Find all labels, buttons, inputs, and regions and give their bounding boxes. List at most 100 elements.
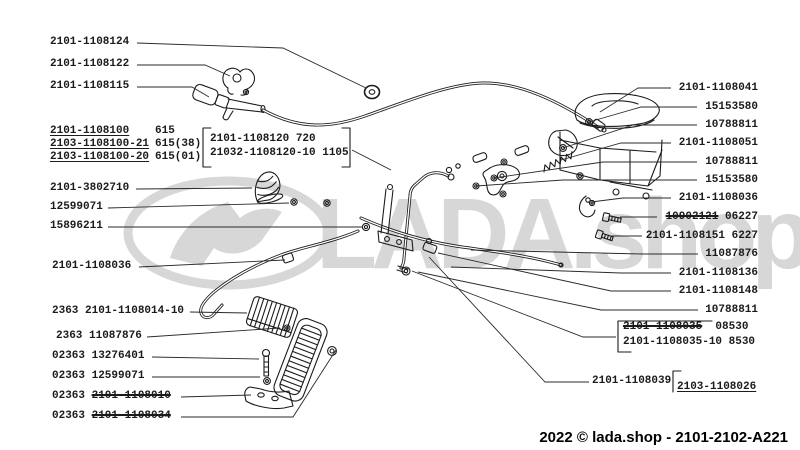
hex-bolt-10902121 <box>601 212 622 223</box>
label-2101-1108151-6227: 2101-1108151 6227 <box>646 231 758 242</box>
label-02363-2101-1108010: 02363 2101-1108010 <box>52 391 171 402</box>
label-2101-1108148: 2101-1108148 <box>679 286 758 297</box>
label-2103-1108100-21: 2103-1108100-21 <box>50 139 149 150</box>
label-2101-1108124: 2101-1108124 <box>50 37 129 48</box>
leader-line <box>146 327 281 338</box>
part-number-text: 2101-1108151 6227 <box>645 230 758 242</box>
rubber-boot <box>254 171 284 204</box>
part-number-text: 2101-1108010 <box>91 390 171 402</box>
relay-lever-bracket <box>290 183 414 252</box>
leader-line <box>107 202 290 209</box>
part-number-text: 02363 <box>52 390 92 402</box>
part-number-text: 2101-1108136 <box>678 267 758 279</box>
vertical-link-rod <box>396 171 455 276</box>
part-number-text: 02363 12599071 <box>52 370 145 382</box>
part-number-text: 10902121 <box>665 211 719 223</box>
hex-bolt-1108151 <box>594 229 614 242</box>
part-number-text: 06227 <box>718 211 758 223</box>
leader-line <box>138 259 286 268</box>
leader-line <box>450 266 671 274</box>
part-number-text: 02363 13276401 <box>52 350 145 362</box>
leader-line <box>562 124 697 149</box>
accelerator-pedal <box>244 318 337 410</box>
part-number-text: 02363 <box>52 410 92 422</box>
leader-line <box>599 87 671 113</box>
label-02363-13276401: 02363 13276401 <box>52 351 144 362</box>
label-615-38: 615(38) <box>155 139 201 150</box>
label-2101-1108115: 2101-1108115 <box>50 81 129 92</box>
label-10788811-c: 10788811 <box>705 305 758 316</box>
pedal-buffer <box>245 296 299 338</box>
leader-line <box>470 249 698 255</box>
hand-throttle-knob <box>192 83 266 121</box>
label-2101-1108039: 2101-1108039 <box>592 376 671 387</box>
lada-logo-ellipse <box>123 176 333 290</box>
part-number-text: 2363 2101-1108014-10 <box>52 305 185 317</box>
label-2101-1108036-left: 2101-1108036 <box>52 261 131 272</box>
part-number-text: 15896211 <box>50 220 103 232</box>
part-number-text: 08530 <box>702 321 749 333</box>
leader-line <box>136 42 367 89</box>
label-12599071: 12599071 <box>50 202 103 213</box>
clip-nut <box>242 88 250 96</box>
label-10902121-06227: 10902121 06227 <box>666 212 758 223</box>
leader-line <box>437 252 671 292</box>
label-15153580-b: 15153580 <box>705 175 758 186</box>
label-615: 615 <box>155 126 175 137</box>
leader-line <box>411 270 616 338</box>
leader-line <box>181 349 337 418</box>
leader-line <box>351 149 392 171</box>
label-2101-1108122: 2101-1108122 <box>50 59 129 70</box>
part-number-text: 2101-1108124 <box>50 36 130 48</box>
part-number-text: 615(01) <box>155 151 202 163</box>
part-number-text: 2101-1108036 <box>678 192 758 204</box>
part-number-text: 2101-1108051 <box>678 137 758 149</box>
return-spring <box>543 151 573 173</box>
throttle-cable <box>261 81 607 133</box>
leader-line <box>560 142 671 161</box>
leader-line <box>151 356 260 360</box>
bellcrank-lever <box>445 145 530 198</box>
pedal-bolt <box>261 348 271 377</box>
label-2101-3802710: 2101-3802710 <box>50 183 129 194</box>
part-number-text: 2101-1108034 <box>91 410 171 422</box>
label-2101-1108136: 2101-1108136 <box>679 268 758 279</box>
part-number-text: 15153580 <box>705 101 758 113</box>
exploded-drawing <box>192 67 713 410</box>
watermark: LADA.shop <box>123 176 800 290</box>
label-11087876-right: 11087876 <box>705 249 758 260</box>
label-2101-1108100: 2101-1108100 <box>50 126 129 137</box>
part-number-text: 2101-1108120 720 <box>210 133 316 145</box>
leader-line <box>590 197 671 203</box>
part-number-text: 2103-1108026 <box>677 381 757 393</box>
group-brackets <box>202 127 713 393</box>
pedal-rod <box>199 229 360 320</box>
leader-line <box>428 256 589 383</box>
label-2101-1108036-right: 2101-1108036 <box>679 193 758 204</box>
part-number-text: 2363 11087876 <box>56 330 142 342</box>
part-number-text: 2101-1108100 <box>50 125 130 137</box>
label-10788811-b: 10788811 <box>705 157 758 168</box>
label-2101-1108120: 2101-1108120 720 <box>210 134 316 145</box>
leader-line <box>475 179 697 187</box>
part-number-text: 615 <box>155 125 175 137</box>
part-number-text: 615(38) <box>155 138 202 150</box>
label-2101-1108041: 2101-1108041 <box>679 83 758 94</box>
label-2363-2101-1108014-10: 2363 2101-1108014-10 <box>52 306 184 317</box>
leader-line <box>137 64 231 77</box>
leader-lines <box>107 42 698 418</box>
part-number-text: 2101-1108035 <box>623 321 703 333</box>
leader-line <box>180 394 252 398</box>
part-number-text: 2101-1108122 <box>50 58 130 70</box>
part-number-text: 10788811 <box>705 156 758 168</box>
label-615-01: 615(01) <box>155 152 201 163</box>
lada-ladya-logo-icon <box>170 202 282 266</box>
label-02363-12599071: 02363 12599071 <box>52 371 144 382</box>
leader-line <box>493 161 697 179</box>
part-number-text: 11087876 <box>705 248 758 260</box>
part-number-text: 2101-1108041 <box>678 82 758 94</box>
part-number-text: 2101-1108039 <box>592 375 672 387</box>
firewall-grommet <box>363 84 381 100</box>
label-15896211: 15896211 <box>50 221 103 232</box>
